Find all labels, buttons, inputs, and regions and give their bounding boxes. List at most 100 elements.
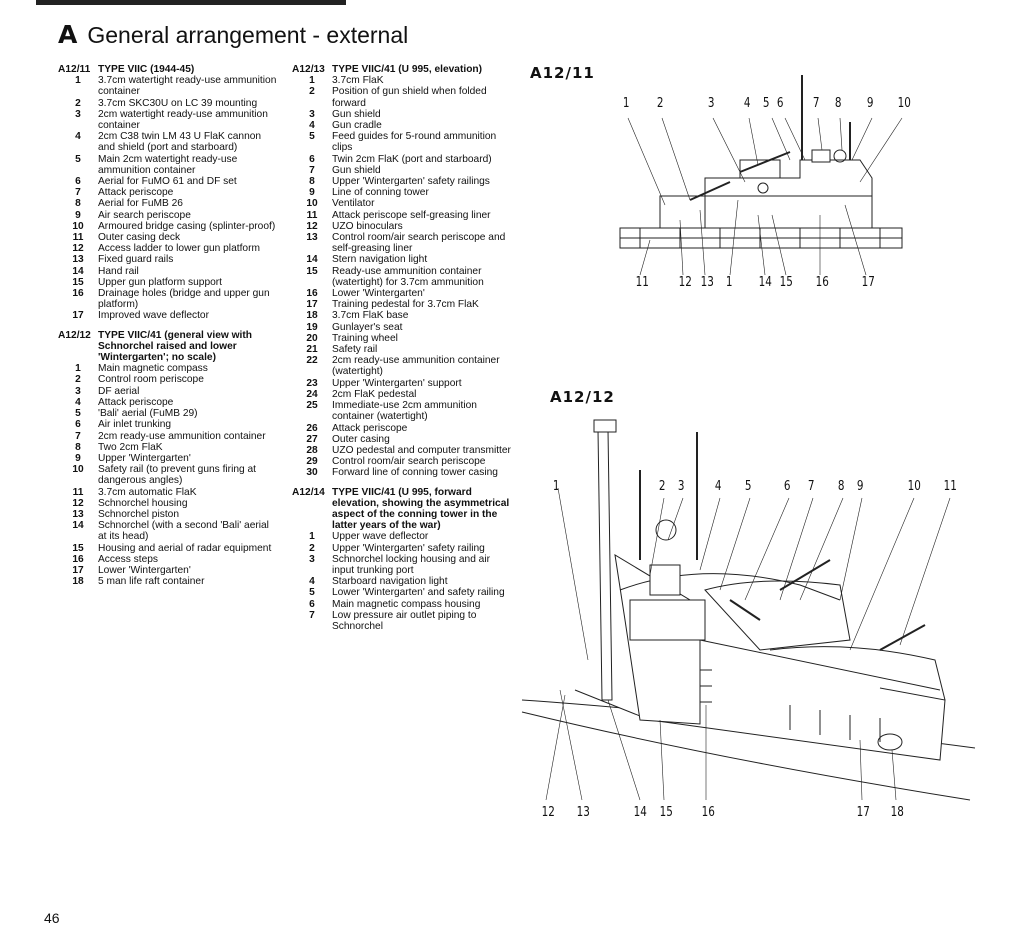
legend-item-text: Line of conning tower: [332, 187, 429, 199]
legend-item-text: Safety rail: [332, 344, 378, 356]
legend-item-number: 3: [75, 385, 81, 397]
figure-code: A12/14: [292, 486, 325, 498]
callout-number: 16: [701, 805, 715, 820]
legend-item-text: Access steps: [98, 553, 159, 565]
legend-item-number: 15: [72, 276, 84, 288]
callout-number: 5: [744, 479, 752, 494]
legend-item-text: Control room/air search periscope and se…: [332, 232, 506, 255]
legend-item-number: 4: [75, 131, 81, 143]
legend-item-text: UZO pedestal and computer transmitter: [332, 444, 511, 456]
legend-item-text: 3.7cm FlaK: [332, 75, 384, 87]
legend-item-text: Upper 'Wintergarten' support: [332, 377, 462, 389]
legend-item-number: 11: [72, 232, 84, 244]
legend-item-number: 8: [75, 441, 81, 453]
figure-label-a12-11: A12/11: [530, 64, 595, 82]
legend-item-text: 2cm FlaK pedestal: [332, 388, 417, 400]
figure-code: A12/11: [58, 64, 91, 75]
legend-item-text: Upper 'Wintergarten': [98, 452, 191, 464]
legend-item: 2 3.7cm SKC30U on LC 39 mounting: [58, 98, 280, 109]
legend-item-text: Lower 'Wintergarten' and safety railing: [332, 587, 505, 599]
top-rule: [36, 0, 346, 5]
callout-number: 8: [834, 96, 842, 111]
figure-heading: TYPE VIIC (1944-45): [98, 64, 195, 75]
legend-item-number: 10: [306, 198, 318, 210]
legend-item-number: 1: [309, 531, 315, 543]
legend-item-text: 2cm watertight ready-use ammunition cont…: [98, 108, 268, 132]
legend-item-number: 8: [75, 198, 81, 210]
legend-item-number: 13: [306, 232, 318, 244]
legend-item-text: Attack periscope: [98, 396, 174, 408]
legend-item-text: Low pressure air outlet piping to Schnor…: [332, 609, 477, 632]
legend-item-text: Schnorchel (with a second 'Bali' aerial …: [98, 520, 269, 543]
callout-number: 8: [837, 479, 845, 494]
callout-number: 2: [656, 96, 664, 111]
legend-item-text: Air inlet trunking: [98, 419, 172, 431]
callout-number: 4: [714, 479, 722, 494]
legend-item-number: 4: [309, 576, 315, 588]
callout-number: 1: [725, 275, 733, 290]
legend-item-number: 15: [72, 542, 84, 554]
figure-code: A12/13: [292, 64, 325, 75]
legend-item-number: 25: [306, 400, 318, 412]
callout-number: 2: [658, 479, 666, 494]
legend-item: 13 Control room/air search periscope and …: [292, 232, 514, 254]
legend-item-number: 29: [306, 456, 318, 468]
legend-item-text: Upper wave deflector: [332, 531, 429, 543]
callout-number: 17: [856, 805, 870, 820]
legend-item-number: 27: [306, 433, 318, 445]
legend-item-number: 3: [309, 553, 315, 565]
legend-item-number: 28: [306, 444, 318, 456]
legend-item: 5'Bali' aerial (FuMB 29): [58, 408, 280, 419]
legend-item-number: 2: [75, 97, 81, 109]
legend-item-number: 14: [72, 520, 84, 532]
legend-item-text: Ventilator: [332, 198, 375, 210]
legend-item-text: Control room/air search periscope: [332, 456, 486, 468]
callout-number: 7: [807, 479, 815, 494]
legend-item-number: 2: [75, 374, 81, 386]
legend-item-number: 1: [75, 75, 81, 87]
page-number: 46: [44, 910, 60, 926]
callout-number: 3: [677, 479, 685, 494]
legend-item-number: 18: [306, 310, 318, 322]
legend-item-number: 7: [309, 164, 315, 176]
legend-item-text: 3.7cm SKC30U on LC 39 mounting: [98, 97, 258, 109]
legend-section-header: A12/11 TYPE VIIC (1944-45): [58, 64, 280, 75]
legend-item-text: Upper 'Wintergarten' safety railings: [332, 176, 490, 188]
legend-item-number: 2: [309, 86, 315, 98]
legend-item-text: Armoured bridge casing (splinter-proof): [98, 220, 276, 232]
legend-item-text: Outer casing: [332, 433, 390, 445]
